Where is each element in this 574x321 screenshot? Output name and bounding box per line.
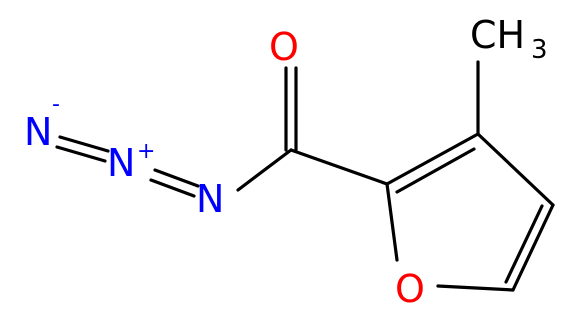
bond-ring-c3-c4 [476,132,555,207]
bond-ring-c5-o [436,284,515,292]
atom-o-ring: O [395,267,425,311]
atom-n-central-symbol: N [107,141,135,185]
atom-methyl-subscript: 3 [531,35,548,65]
bond-ring-c2-c3 [385,132,480,194]
bond-carbonyl-ring-c2 [289,148,389,186]
bond-n-central-n-acyl [149,168,200,198]
bond-n-terminal-n-central [55,135,110,163]
atom-n-terminal: N - [24,92,60,154]
bond-line [149,178,196,198]
bond-carbonyl-double [284,66,298,152]
atom-n-central: N + [107,139,155,185]
atom-methyl-symbol: CH [470,13,525,57]
atom-n-terminal-symbol: N [24,110,52,154]
bond-line [395,147,476,194]
atom-n-acyl: N [196,177,224,221]
atom-n-terminal-charge: - [52,92,60,117]
bond-ring-o-c2 [385,182,399,262]
atom-o-carbonyl: O [269,25,299,69]
bond-line [55,145,107,163]
bond-line [511,203,555,292]
bond-line [504,204,544,284]
bond-ring-c4-c5 [504,203,555,292]
bond-line [58,135,110,153]
bond-line [153,168,200,188]
atom-n-central-charge: + [137,139,155,164]
atom-methyl: CH 3 [470,13,548,65]
bond-n-carbonyl-carbon [236,148,293,192]
bond-line [385,132,480,186]
